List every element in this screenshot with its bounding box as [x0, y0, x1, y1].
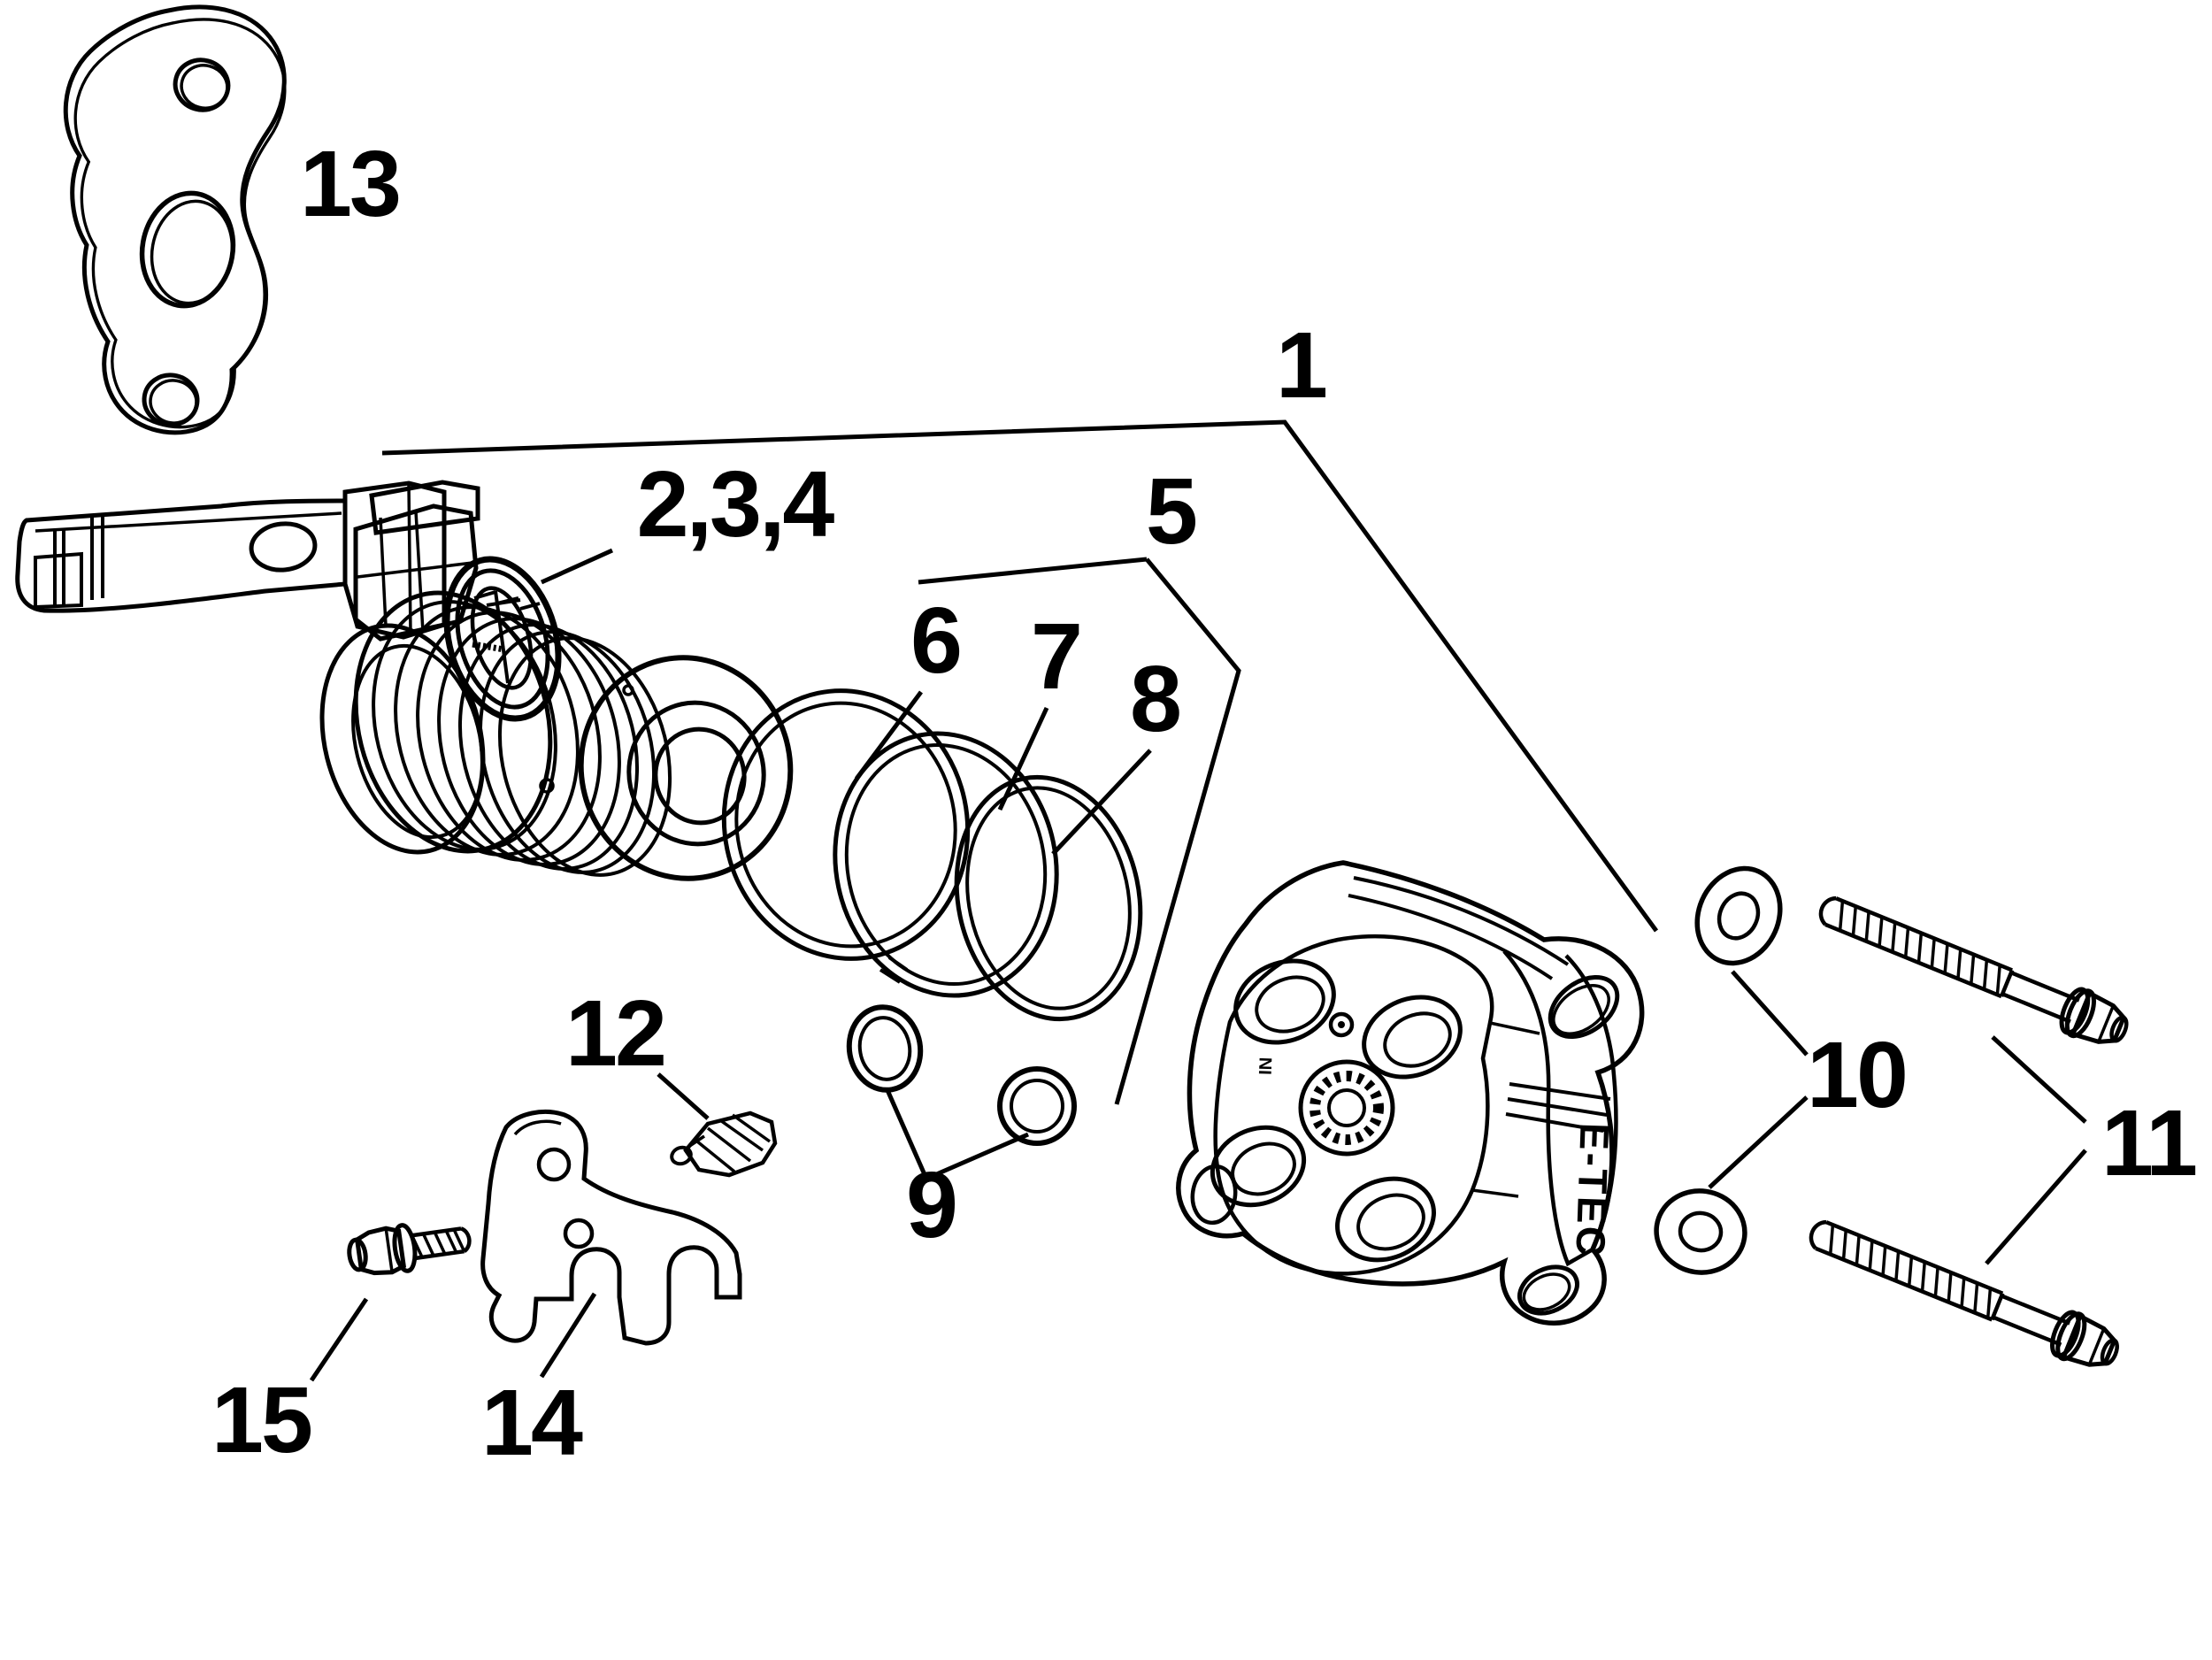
o-ring-9a [846, 1004, 924, 1093]
part-label-15: 15 [211, 1368, 313, 1472]
bolt-11b [1809, 1219, 2119, 1367]
o-ring-7-split-mark [879, 956, 909, 984]
bracket-14 [480, 1110, 742, 1346]
injector-head-1: E-TEC [1176, 860, 1645, 1326]
head-left-lobe-hole [1190, 1164, 1238, 1226]
leader-line-11 [1985, 1149, 2087, 1265]
part-label-5: 5 [1146, 459, 1198, 564]
gasket-hole-top [173, 58, 231, 112]
gasket-hole-center [139, 190, 236, 309]
leader-line-14 [539, 1292, 597, 1379]
gasket-hole-bottom [142, 373, 200, 427]
injector-connector [353, 480, 562, 722]
leader-line-15 [309, 1297, 369, 1382]
injector-bracket-arm [15, 498, 348, 613]
leader-line-5 [1114, 557, 1241, 1105]
part-label-10: 10 [1807, 1023, 1909, 1127]
part-label-7: 7 [1031, 604, 1083, 709]
leader-line-6 [854, 690, 924, 780]
leader-line-12 [657, 1072, 710, 1120]
leader-line-10 [1731, 970, 1809, 1057]
gasket-13 [63, 4, 287, 435]
leader-line-5 [918, 557, 1148, 585]
head-center-hub [1298, 1059, 1395, 1157]
leader-line-2-3-4 [540, 548, 614, 585]
leader-line-10 [1708, 1095, 1809, 1189]
screw-15 [347, 1223, 472, 1276]
leader-lines [309, 419, 2087, 1382]
leader-line-1 [381, 419, 1659, 933]
part-label-13: 13 [300, 132, 402, 236]
o-ring-9b [997, 1066, 1077, 1146]
head-marking-small-text: IN [1256, 1057, 1277, 1075]
retaining-clip-12 [670, 1111, 778, 1178]
part-label-2-3-4: 2,3,4 [636, 452, 835, 557]
part-label-14: 14 [481, 1371, 583, 1475]
part-label-6: 6 [910, 588, 963, 693]
washer-10b [1654, 1188, 1747, 1275]
head-small-hole [1328, 1011, 1355, 1038]
part-label-8: 8 [1130, 647, 1182, 751]
leader-line-7 [997, 706, 1049, 811]
part-label-11: 11 [2101, 1091, 2198, 1195]
washer-10a [1694, 865, 1783, 966]
head-ear-hole-top [1548, 974, 1620, 1040]
leader-line-8 [1051, 749, 1152, 856]
o-ring-7 [833, 731, 1059, 998]
part-label-12: 12 [565, 981, 667, 1086]
leader-line-11 [1991, 1035, 2087, 1124]
leader-line-9 [885, 1088, 1029, 1182]
head-port-bosses [1210, 958, 1463, 1263]
head-ear-hole-bottom [1517, 1264, 1579, 1316]
part-label-1: 1 [1276, 313, 1328, 418]
injector-face-disc [539, 655, 794, 881]
part-label-9: 9 [906, 1153, 958, 1257]
injector-assembly [15, 480, 794, 881]
bolt-11a [1818, 895, 2129, 1044]
injector-head-right-face: E-TEC [1502, 949, 1618, 1267]
o-ring-8 [954, 774, 1143, 1022]
head-marking-text: E-TEC [1567, 1122, 1617, 1259]
